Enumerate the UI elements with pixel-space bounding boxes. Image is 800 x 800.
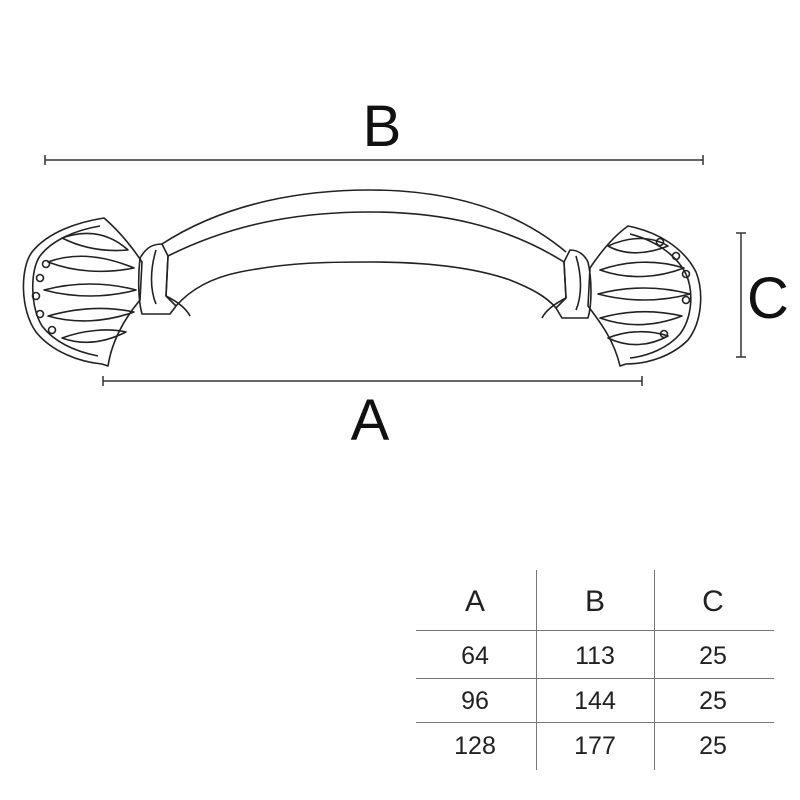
table-divider-vertical	[536, 570, 537, 770]
table-cell: 144	[574, 687, 616, 715]
table-cell: 25	[699, 687, 727, 715]
table-cell: 64	[461, 642, 489, 670]
dimension-a	[102, 376, 643, 386]
table-header-b: B	[584, 585, 605, 618]
handle-dimension-drawing: B A C	[22, 94, 789, 453]
dimension-b	[44, 155, 704, 165]
table-divider-horizontal	[416, 630, 774, 631]
right-collar	[541, 249, 592, 319]
table-cell: 128	[454, 732, 496, 760]
table-cell: 96	[461, 687, 489, 715]
dimension-c	[736, 232, 746, 358]
table-cell: 113	[575, 642, 615, 670]
right-end-plate	[587, 225, 702, 367]
left-end-plate	[22, 217, 143, 367]
table-divider-horizontal	[416, 722, 774, 723]
dimension-table: A B C 64 113 25 96 144 25 128 177 25	[416, 570, 776, 770]
grip-bar	[161, 189, 567, 309]
table-divider-vertical	[654, 570, 655, 770]
dimension-a-label: A	[351, 388, 390, 453]
table-header-a: A	[464, 585, 485, 618]
handle-icon	[22, 189, 702, 367]
dimension-c-label: C	[747, 266, 789, 331]
dimension-b-label: B	[363, 94, 402, 159]
table-cell: 177	[574, 732, 616, 760]
table-header-c: C	[702, 585, 724, 618]
table-cell: 25	[699, 642, 727, 670]
table-cell: 25	[699, 732, 727, 760]
left-collar	[137, 243, 191, 317]
table-divider-horizontal	[416, 678, 774, 679]
